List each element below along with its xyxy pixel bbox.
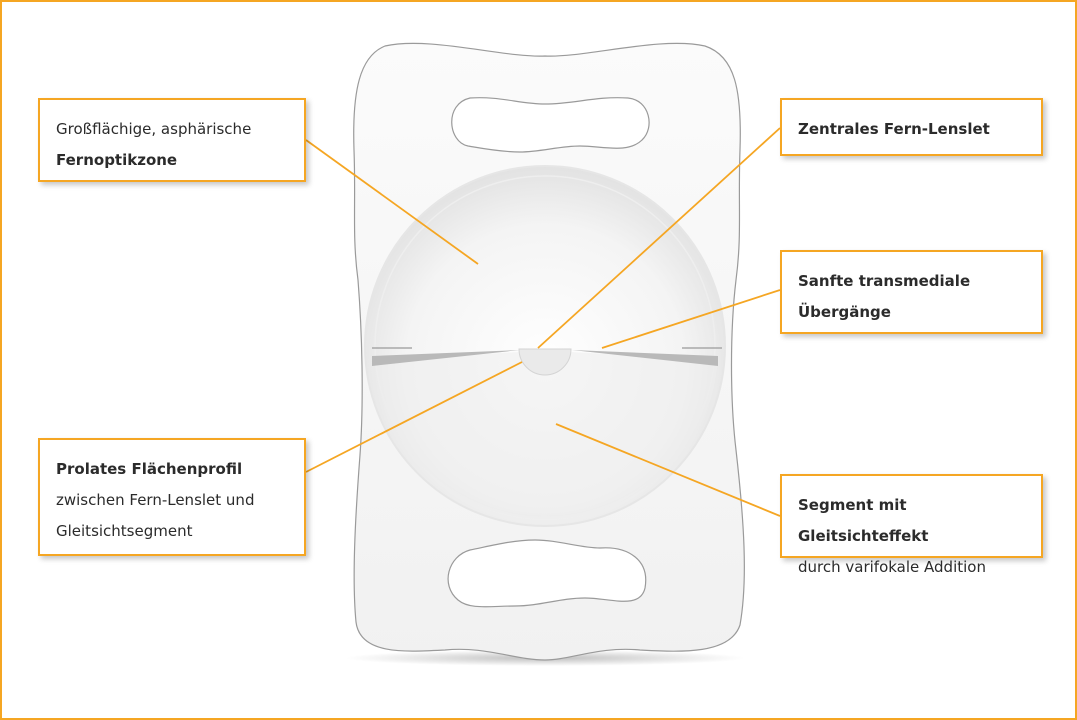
leader-line-segment [555, 423, 781, 517]
leader-line-sanft [601, 289, 781, 349]
top-slot [451, 97, 650, 153]
leader-line-fernoptik [305, 139, 479, 265]
callout-prolates-flaechenprofil-text-2: Gleitsichtsegment [56, 522, 193, 540]
transition-wedge-right [572, 350, 718, 366]
transition-wedge-left [372, 350, 520, 366]
callout-sanfte-uebergaenge-title-1: Sanfte transmediale [798, 272, 971, 290]
callout-sanfte-uebergaenge-title-2: Übergänge [798, 303, 891, 321]
bottom-slot [447, 539, 647, 608]
leader-line-prolat [305, 361, 523, 473]
callout-prolates-flaechenprofil-text-1: zwischen Fern-Lenslet und [56, 491, 255, 509]
callout-fernoptikzone-title: Fernoptikzone [56, 151, 178, 169]
callout-fernoptikzone: Großflächige, asphärische Fernoptikzone [38, 98, 306, 182]
callout-fernoptikzone-text: Großflächige, asphärische [56, 120, 252, 138]
callout-zentrales-fern-lenslet: Zentrales Fern-Lenslet [780, 98, 1043, 156]
callout-prolates-flaechenprofil: Prolates Flächenprofil zwischen Fern-Len… [38, 438, 306, 556]
callout-gleitsichtsegment: Segment mit Gleitsichteffekt durch varif… [780, 474, 1043, 576]
callout-zentrales-fern-lenslet-title: Zentrales Fern-Lenslet [798, 120, 990, 138]
callout-gleitsichtsegment-text: durch varifokale Addition [798, 558, 986, 576]
central-lenslet [518, 348, 572, 376]
callout-gleitsichtsegment-title: Segment mit Gleitsichteffekt [798, 496, 929, 545]
callout-sanfte-uebergaenge: Sanfte transmediale Übergänge [780, 250, 1043, 334]
leader-line-zentral [537, 127, 781, 349]
callout-prolates-flaechenprofil-title: Prolates Flächenprofil [56, 460, 243, 478]
